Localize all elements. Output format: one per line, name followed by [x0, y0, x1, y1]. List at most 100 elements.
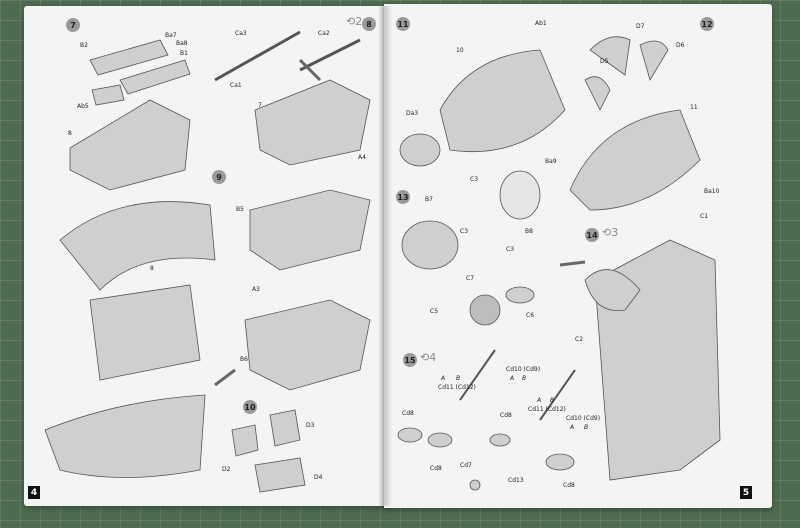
part-label: C1 [700, 213, 709, 220]
step-badge-10: 10 [243, 400, 257, 414]
part-label: Cd7 [460, 462, 472, 469]
engine-nacelle-part [569, 109, 701, 211]
part-label: B1 [180, 50, 188, 57]
step-badge-7: 7 [66, 18, 80, 32]
part-label: Ba9 [545, 158, 557, 165]
quantity-indicator: ⟲4 [420, 351, 437, 364]
part-label: Cd13 [508, 477, 524, 484]
part-label: D6 [676, 42, 685, 49]
part-label: Da3 [406, 110, 419, 117]
step-badge-8: 8 [362, 17, 376, 31]
part-label: Cd8 [402, 410, 414, 417]
part-label: A [570, 424, 575, 431]
engine-pod-part [584, 269, 641, 312]
assembly-arrow [214, 368, 236, 387]
engine-ring-part [499, 170, 541, 220]
quantity-indicator: ⟲2 [346, 15, 363, 28]
part-label: B [550, 397, 555, 404]
nose-cone-part [399, 133, 441, 167]
step-badge-11: 11 [396, 17, 410, 31]
step-badge-13: 13 [396, 190, 410, 204]
seat-plate-part [91, 84, 125, 106]
part-label: B [456, 375, 461, 382]
part-label: B2 [80, 42, 88, 49]
part-label: Cd11 (Cd12) [528, 406, 566, 413]
cockpit-tub-part [69, 99, 191, 191]
part-label: A3 [252, 286, 260, 293]
quantity-indicator: ⟲3 [602, 226, 619, 239]
part-label: Cd8 [430, 465, 442, 472]
drop-tank-part [545, 453, 575, 471]
part-label: C2 [575, 336, 584, 343]
part-label: B6 [240, 356, 248, 363]
part-label: A [537, 397, 542, 404]
part-label: C3 [506, 246, 515, 253]
small-bracket-part [231, 424, 259, 457]
part-label: C5 [430, 308, 439, 315]
part-label: Cd10 (Cd9) [566, 415, 601, 422]
part-label: C7 [466, 275, 475, 282]
part-label: B8 [525, 228, 533, 235]
booklet-spine [378, 6, 392, 506]
strut-part [539, 369, 576, 421]
part-label: B5 [236, 206, 244, 213]
part-label: Ca1 [230, 82, 242, 89]
part-label: D7 [636, 23, 645, 30]
part-label: A [441, 375, 446, 382]
cowling-ring-part [401, 220, 459, 270]
canopy-panel-part [639, 40, 669, 81]
part-label: Cd10 (Cd9) [506, 366, 541, 373]
small-bracket-part [269, 409, 301, 447]
fuselage-lower-half-part [44, 394, 206, 478]
part-label: Cd11 (Cd12) [438, 384, 476, 391]
part-label: A4 [358, 154, 366, 161]
page-number-right: 5 [740, 486, 752, 499]
part-label: 11 [690, 104, 698, 111]
part-label: Ab5 [77, 103, 89, 110]
canopy-panel-part [584, 76, 611, 111]
side-panel-part [249, 189, 371, 271]
part-label: C3 [460, 228, 469, 235]
drop-tank-part [427, 432, 453, 448]
part-label: B [584, 424, 589, 431]
part-label: 10 [456, 47, 464, 54]
base-block-part [254, 457, 306, 493]
part-label: Ba7 [165, 32, 177, 39]
part-label: Ca3 [235, 30, 247, 37]
part-label: Ca2 [318, 30, 330, 37]
spinner-part [505, 286, 535, 304]
gun-barrel-part [299, 38, 361, 72]
strut-part [459, 349, 496, 401]
step-badge-9: 9 [212, 170, 226, 184]
assembly-arrow [559, 260, 586, 267]
part-label: Ab1 [535, 20, 547, 27]
part-label: B7 [425, 196, 433, 203]
part-label: 7 [258, 102, 262, 109]
drop-tank-part [489, 433, 511, 447]
step-badge-15: 15 [403, 353, 417, 367]
part-label: D2 [222, 466, 231, 473]
engine-nacelle-part [439, 49, 566, 153]
part-label: D5 [600, 58, 609, 65]
part-label: C3 [470, 176, 479, 183]
drop-tank-part [397, 427, 423, 443]
side-panel-part [244, 299, 371, 391]
fuselage-interior-part [89, 284, 201, 381]
part-label: Cd8 [563, 482, 575, 489]
part-label: Cd8 [500, 412, 512, 419]
canopy-panel-part [589, 36, 631, 76]
part-label: Ba10 [704, 188, 720, 195]
part-label: A [510, 375, 515, 382]
part-label: C6 [526, 312, 535, 319]
part-label: D4 [314, 474, 323, 481]
part-label: B [522, 375, 527, 382]
step-badge-14: 14 [585, 228, 599, 242]
part-label: D3 [306, 422, 315, 429]
radial-engine-part [469, 294, 501, 326]
cockpit-tub-part [254, 79, 371, 166]
gun-barrel-part [214, 30, 301, 82]
page-number-left: 4 [28, 486, 40, 499]
part-label: 8 [68, 130, 72, 137]
frame-rail-part [119, 59, 191, 95]
